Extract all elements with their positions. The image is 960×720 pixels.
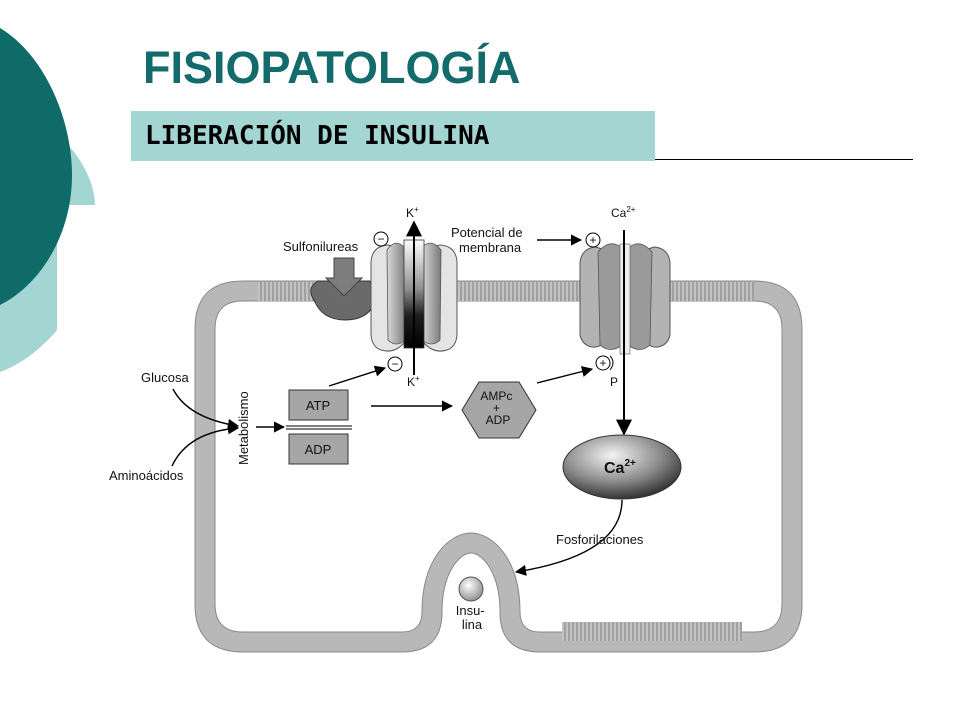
camp-hexagon-icon (461, 381, 537, 439)
sulfonylurea-arrow-icon (324, 257, 364, 297)
k-channel-inhibit-sign: − (391, 357, 398, 371)
insulin-granule-icon (458, 576, 484, 602)
svg-text:Ca2+: Ca2+ (611, 205, 636, 220)
phosphorylations-label: Fosforilaciones (556, 532, 644, 547)
adp-box (288, 433, 349, 465)
slide-title: FISIOPATOLOGÍA (143, 42, 521, 93)
metabolism-label: Metabolismo (236, 391, 251, 465)
atp-box (288, 389, 349, 421)
calcium-store-label: Ca (604, 460, 625, 477)
camp-label: AMPc + ADP (480, 389, 515, 427)
adp-label: ADP (305, 442, 332, 457)
cell-membrane (195, 281, 802, 652)
subtitle-rule (655, 159, 913, 160)
slide-subtitle: LIBERACIÓN DE INSULINA (145, 121, 490, 151)
amino-acids-label: Aminoácidos (109, 468, 184, 483)
k-bottom-sup: + (415, 374, 420, 383)
svg-text:Ca2+: Ca2+ (604, 458, 636, 477)
svg-text:K+: K+ (407, 374, 420, 389)
sulfonylureas-label: Sulfonilureas (283, 239, 359, 254)
ca-top-sup: 2+ (626, 205, 635, 214)
glucose-label: Glucosa (141, 370, 189, 385)
k-top-label: K (406, 206, 414, 220)
ca-channel-activate-top-sign: + (589, 233, 596, 247)
svg-text:K+: K+ (406, 205, 419, 220)
k-bottom-label: K (407, 375, 415, 389)
ca-channel-activate-bottom-sign: + (599, 356, 606, 370)
bilayer-strip (446, 282, 582, 301)
bilayer-strip (670, 282, 754, 301)
calcium-store-sup: 2+ (624, 458, 636, 469)
decor-dark-shape (0, 28, 72, 305)
bilayer-strip (562, 622, 742, 641)
membrane-potential-label: Potencial de membrana (451, 225, 526, 255)
k-top-sup: + (414, 205, 419, 214)
insulin-label: Insu- lina (456, 603, 489, 632)
atp-label: ATP (306, 398, 330, 413)
sulfonylurea-inhibit-sign: − (377, 232, 384, 246)
calcium-store-icon (562, 434, 682, 500)
phosphate-label: P (610, 375, 618, 389)
subtitle-band (131, 111, 655, 161)
ca-top-label: Ca (611, 206, 627, 220)
